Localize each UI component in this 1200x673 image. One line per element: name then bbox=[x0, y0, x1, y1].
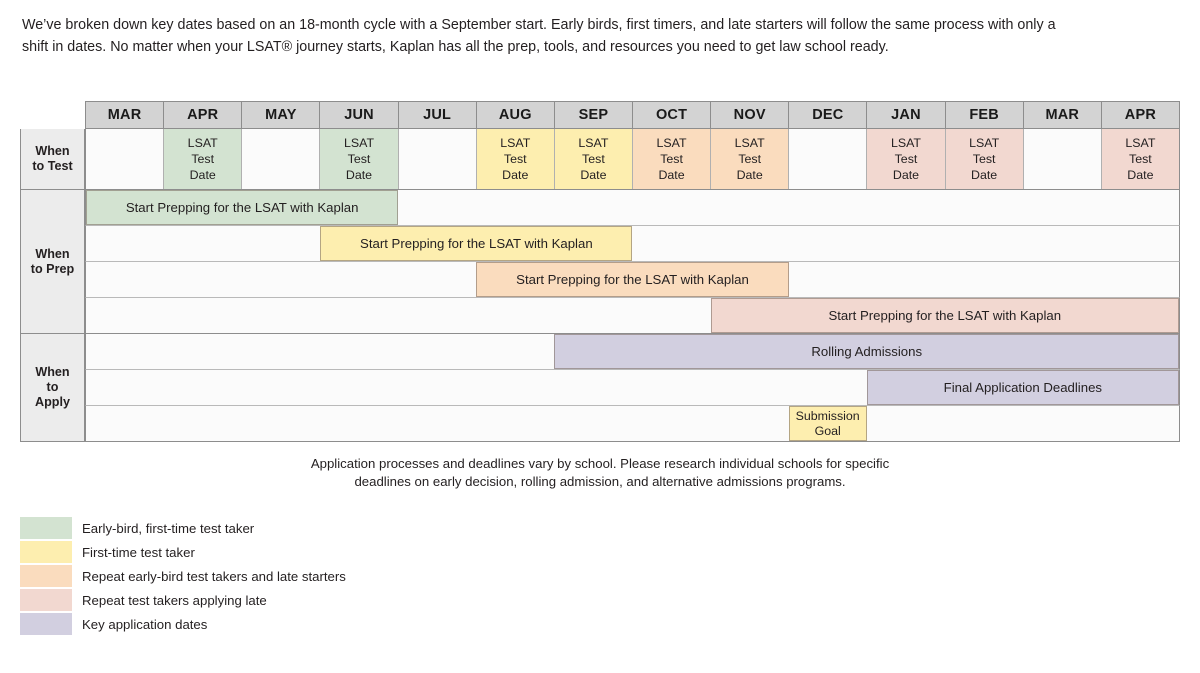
legend-swatch-3 bbox=[20, 589, 72, 611]
legend-item-0: Early-bird, first-time test taker bbox=[20, 516, 440, 540]
legend-label-0: Early-bird, first-time test taker bbox=[82, 520, 255, 536]
bar-label: Start Prepping for the LSAT with Kaplan bbox=[828, 308, 1062, 323]
month-header-sep-6: SEP bbox=[554, 101, 633, 129]
legend-swatch-4 bbox=[20, 613, 72, 635]
prep-bar-start-prepping-for-the-lsat-with-kaplan: Start Prepping for the LSAT with Kaplan bbox=[86, 190, 399, 225]
bar-label: Final Application Deadlines bbox=[943, 380, 1103, 395]
row-label-when-to-test: When to Test bbox=[20, 129, 85, 190]
footnote-line-1: Application processes and deadlines vary… bbox=[310, 456, 890, 471]
apply-band: Rolling Admissions bbox=[85, 334, 1180, 370]
legend-item-2: Repeat early-bird test takers and late s… bbox=[20, 564, 440, 588]
month-header-dec-9: DEC bbox=[789, 101, 868, 129]
row-label-line-2: to bbox=[46, 380, 59, 394]
month-header-mar-0: MAR bbox=[85, 101, 165, 129]
bar-label: Start Prepping for the LSAT with Kaplan bbox=[125, 200, 359, 215]
apply-bar-final-application-deadlines: Final Application Deadlines bbox=[866, 370, 1179, 405]
bar-label: Start Prepping for the LSAT with Kaplan bbox=[360, 236, 593, 251]
empty-cell-may-2 bbox=[242, 129, 321, 189]
empty-cell-mar-12 bbox=[1024, 129, 1102, 189]
apply-bar-rolling-admissions: Rolling Admissions bbox=[554, 334, 1179, 369]
prep-bar-start-prepping-for-the-lsat-with-kaplan: Start Prepping for the LSAT with Kaplan bbox=[710, 298, 1179, 333]
apply-band: Submission Goal bbox=[85, 406, 1180, 442]
row-label-line-2: to Prep bbox=[30, 261, 75, 276]
legend-swatch-1 bbox=[20, 541, 72, 563]
legend-label-1: First-time test taker bbox=[82, 544, 195, 560]
legend-item-4: Key application dates bbox=[20, 612, 440, 636]
empty-cell-jul-4 bbox=[399, 129, 477, 189]
month-header-apr-13: APR bbox=[1101, 101, 1180, 129]
footnote-line-2: deadlines on early decision, rolling adm… bbox=[354, 474, 846, 489]
month-header-jul-4: JUL bbox=[398, 101, 477, 129]
prep-band: Start Prepping for the LSAT with Kaplan bbox=[85, 190, 1180, 226]
month-header-aug-5: AUG bbox=[476, 101, 555, 129]
empty-cell-mar-0 bbox=[86, 129, 165, 189]
row-label-line-1: When bbox=[35, 365, 70, 379]
prep-bar-start-prepping-for-the-lsat-with-kaplan: Start Prepping for the LSAT with Kaplan bbox=[320, 226, 633, 261]
empty-cell-dec-9 bbox=[789, 129, 868, 189]
prep-band: Start Prepping for the LSAT with Kaplan bbox=[85, 298, 1180, 334]
month-header-oct-7: OCT bbox=[632, 101, 712, 129]
row-label-line-2: to Test bbox=[32, 159, 73, 173]
prep-bar-start-prepping-for-the-lsat-with-kaplan: Start Prepping for the LSAT with Kaplan bbox=[476, 262, 789, 297]
month-header-apr-1: APR bbox=[164, 101, 243, 129]
apply-bar-submission-goal: Submission Goal bbox=[788, 406, 867, 441]
intro-paragraph: We’ve broken down key dates based on an … bbox=[22, 17, 1056, 55]
row-label-line-1: When bbox=[35, 246, 70, 261]
month-header-nov-8: NOV bbox=[711, 101, 790, 129]
apply-band: Final Application Deadlines bbox=[85, 370, 1180, 406]
legend-label-2: Repeat early-bird test takers and late s… bbox=[82, 568, 346, 584]
prep-band: Start Prepping for the LSAT with Kaplan bbox=[85, 226, 1180, 262]
bar-label: Start Prepping for the LSAT with Kaplan bbox=[516, 272, 749, 287]
legend-label-3: Repeat test takers applying late bbox=[82, 592, 267, 608]
bar-label: Submission Goal bbox=[795, 409, 860, 438]
legend-swatch-0 bbox=[20, 517, 72, 539]
month-header-mar-12: MAR bbox=[1023, 101, 1102, 129]
row-label-when-to-apply: When to Apply bbox=[20, 334, 85, 442]
month-header-may-2: MAY bbox=[242, 101, 321, 129]
legend-label-4: Key application dates bbox=[82, 616, 208, 632]
row-label-line-3: Apply bbox=[35, 395, 70, 409]
prep-band: Start Prepping for the LSAT with Kaplan bbox=[85, 262, 1180, 298]
corner-spacer bbox=[20, 101, 85, 129]
month-header-jun-3: JUN bbox=[320, 101, 399, 129]
row-when-to-prep: When to Prep Start Prepping for the LSAT… bbox=[20, 190, 1180, 334]
legend-item-3: Repeat test takers applying late bbox=[20, 588, 440, 612]
bar-label: Rolling Admissions bbox=[811, 344, 923, 359]
footnote: Application processes and deadlines vary… bbox=[20, 455, 1180, 491]
row-label-when-to-prep: When to Prep bbox=[20, 190, 85, 334]
month-header-jan-10: JAN bbox=[867, 101, 946, 129]
month-header-feb-11: FEB bbox=[945, 101, 1024, 129]
row-label-line-1: When bbox=[35, 144, 70, 158]
legend-item-1: First-time test taker bbox=[20, 540, 440, 564]
legend-swatch-2 bbox=[20, 565, 72, 587]
